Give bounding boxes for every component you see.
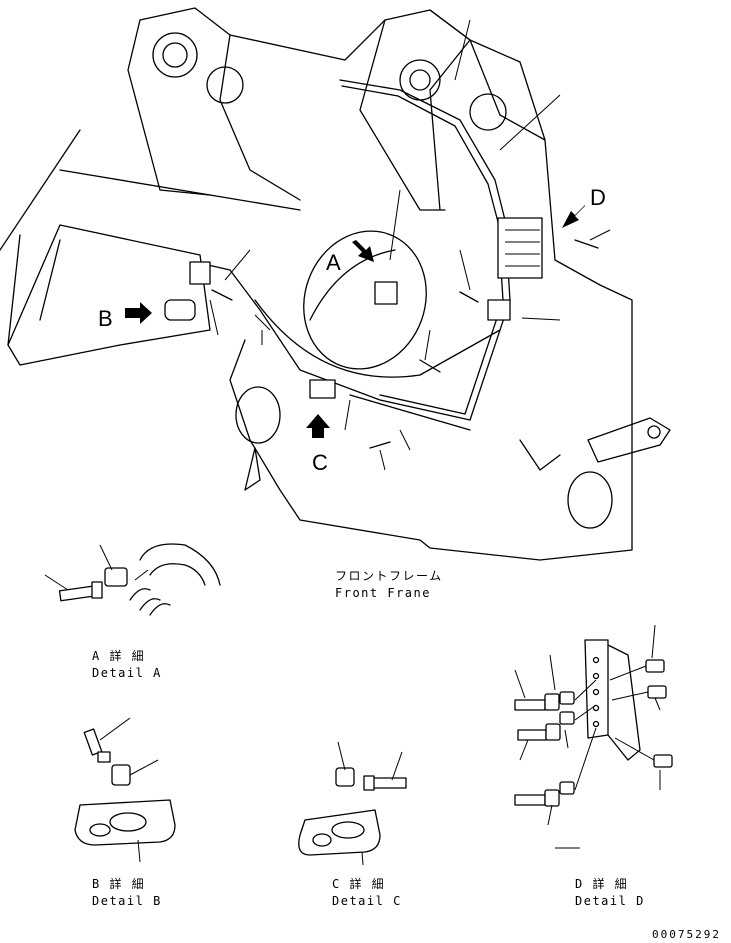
- front-frame-assembly: [0, 7, 671, 561]
- arrow-icon: [306, 414, 330, 438]
- drawing-number: 00075292: [652, 928, 721, 941]
- detail-d-title-jp: D 詳 細: [575, 876, 628, 891]
- detail-a-drawing: [44, 543, 221, 616]
- callout-d: D: [590, 185, 606, 210]
- callout-a: A: [326, 250, 341, 275]
- detail-d-drawing: [514, 624, 673, 849]
- detail-c-title-en: Detail C: [332, 894, 402, 908]
- detail-c-title-jp: C 詳 細: [332, 876, 385, 891]
- detail-d-title-en: Detail D: [575, 894, 645, 908]
- arrow-icon: [352, 240, 374, 262]
- callout-b: B: [98, 306, 113, 331]
- main-caption-jp: フロントフレーム: [335, 569, 443, 583]
- detail-a-title-jp: A 詳 細: [92, 648, 145, 663]
- detail-c-drawing: [298, 741, 407, 866]
- detail-b-title-jp: B 詳 細: [92, 876, 145, 891]
- detail-b-title-en: Detail B: [92, 894, 162, 908]
- arrow-icon: [562, 205, 585, 228]
- main-caption-en: Front Frane: [335, 586, 431, 600]
- detail-a-title-en: Detail A: [92, 666, 162, 680]
- arrow-icon: [125, 302, 152, 324]
- detail-b-drawing: [74, 717, 176, 863]
- callout-c: C: [312, 450, 328, 475]
